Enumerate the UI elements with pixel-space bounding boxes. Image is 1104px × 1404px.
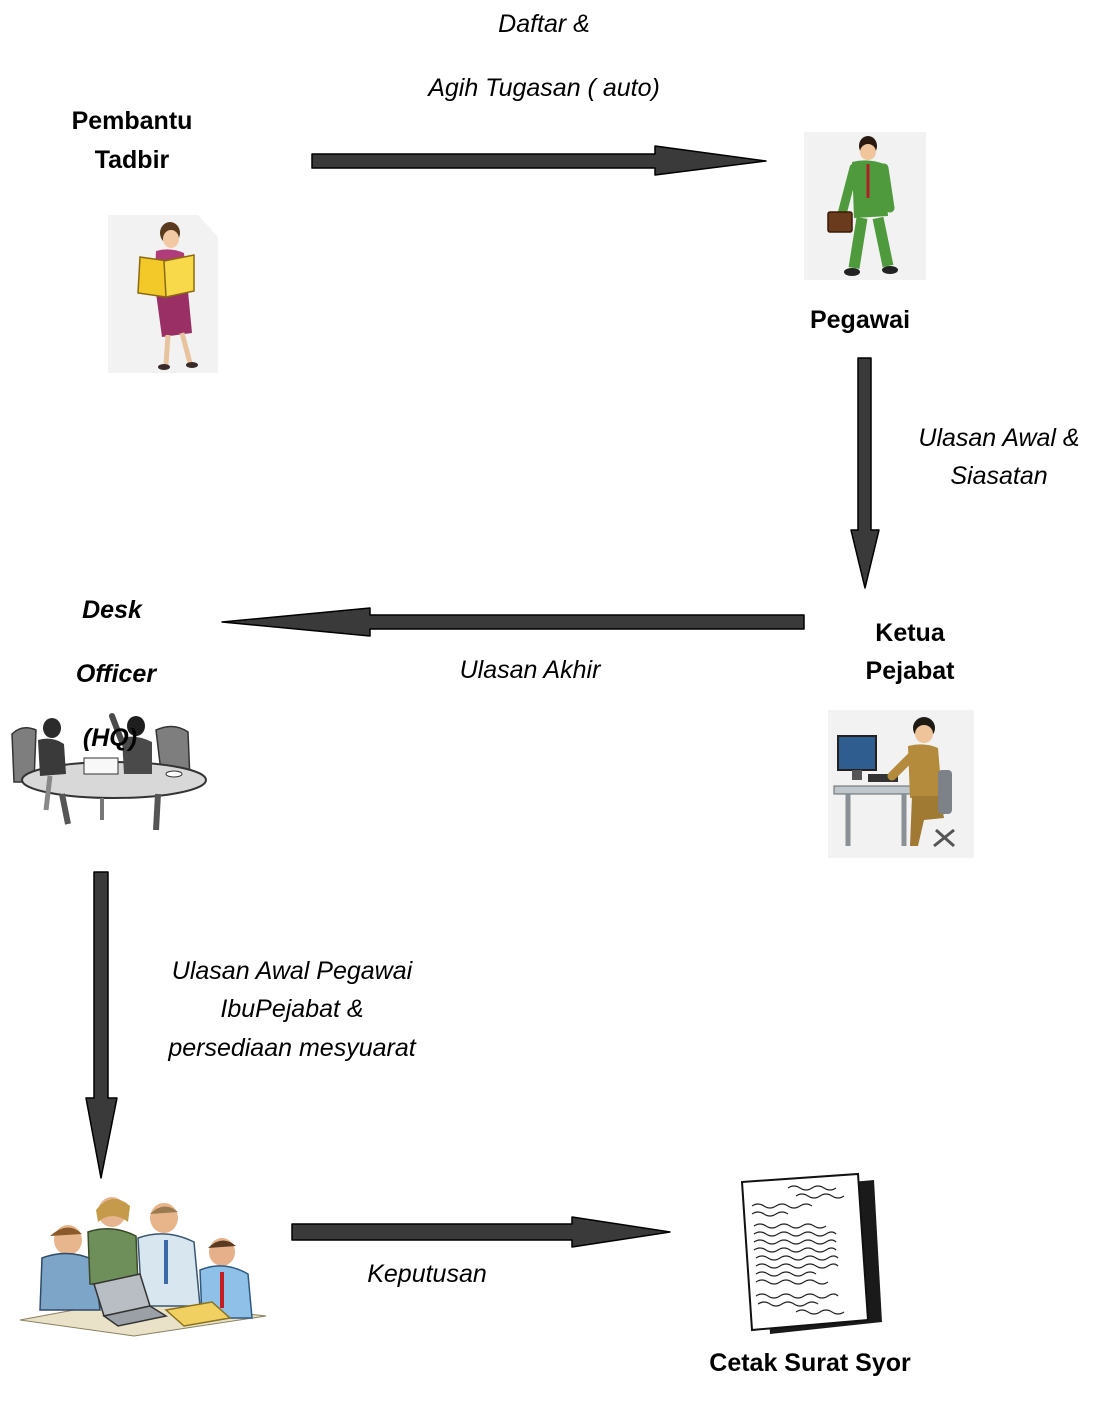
desk-meeting-figure	[11, 713, 207, 831]
edge-label-ulasan-akhir: Ulasan Akhir	[459, 656, 601, 684]
officer-man-figure	[804, 132, 926, 280]
team-laptop-figure	[19, 1197, 267, 1337]
node-desk-officer-line2: Officer	[75, 660, 157, 688]
edge-label-ulasan-pegawai-line1: Ulasan Awal Pegawai	[171, 957, 413, 985]
node-ketua-pejabat-line2: Pejabat	[865, 657, 955, 685]
arrow-ulasan-akhir	[221, 607, 805, 637]
arrow-daftar	[311, 145, 767, 176]
node-desk-officer-line1: Desk	[82, 596, 142, 624]
node-desk-officer-line3: (HQ)	[82, 724, 138, 752]
edge-label-agih-tugasan: Agih Tugasan ( auto)	[428, 74, 660, 102]
node-ketua-pejabat-line1: Ketua	[875, 619, 945, 647]
arrow-ulasan-pegawai	[85, 871, 118, 1179]
clerk-woman-figure	[108, 215, 218, 373]
edge-label-ulasan-pegawai-line2: IbuPejabat &	[220, 995, 364, 1023]
node-pembantu-tadbir-line2: Tadbir	[94, 146, 170, 174]
arrow-keputusan	[291, 1216, 671, 1248]
node-cetak-surat-syor: Cetak Surat Syor	[709, 1349, 911, 1377]
head-at-computer-figure	[828, 710, 974, 858]
handwritten-letter-figure	[740, 1172, 882, 1334]
edge-label-ulasan-awal-line2: Siasatan	[950, 462, 1048, 490]
edge-label-ulasan-pegawai-line3: persediaan mesyuarat	[168, 1034, 416, 1062]
arrow-ulasan-awal	[850, 357, 880, 589]
node-pembantu-tadbir-line1: Pembantu	[71, 107, 193, 135]
node-pegawai: Pegawai	[809, 306, 911, 334]
edge-label-ulasan-awal-line1: Ulasan Awal &	[918, 424, 1080, 452]
edge-label-keputusan: Keputusan	[367, 1260, 487, 1288]
edge-label-daftar: Daftar &	[498, 10, 590, 38]
